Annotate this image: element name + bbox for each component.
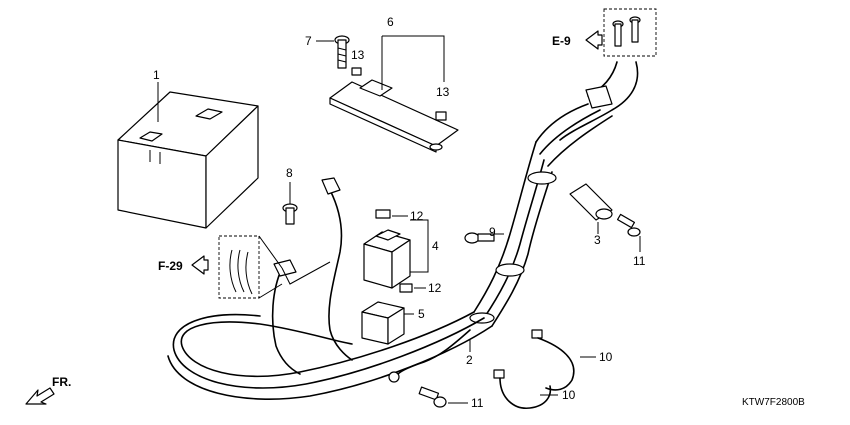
relay-cover (361, 301, 405, 345)
screw-7 (334, 35, 350, 69)
ref-e9: E-9 (552, 34, 571, 48)
terminal-cover-3 (569, 183, 613, 221)
callout-13-b: 13 (436, 85, 450, 99)
callout-9: 9 (489, 225, 496, 239)
wire-harness (167, 61, 639, 400)
e9-bolts (603, 8, 657, 57)
e9-arrow (585, 30, 603, 50)
fuse-12-b (399, 283, 413, 293)
callout-10-b: 10 (562, 388, 576, 402)
starter-relay (363, 229, 411, 289)
callout-12-a: 12 (410, 209, 424, 223)
callout-7: 7 (305, 34, 312, 48)
callout-11-right: 11 (633, 254, 646, 268)
cushion-13-a (351, 67, 362, 76)
f29-terminal-detail (218, 235, 283, 299)
bolt-9 (464, 232, 495, 244)
bolt-11-right (616, 213, 641, 237)
callout-5: 5 (418, 307, 425, 321)
front-label: FR. (52, 375, 71, 389)
cushion-13-b (435, 111, 447, 121)
band-10-a (531, 329, 575, 391)
callout-2: 2 (466, 353, 473, 367)
callout-4: 4 (432, 239, 439, 253)
callout-11-bottom: 11 (471, 396, 484, 410)
f29-arrow (191, 255, 209, 275)
battery-holder (329, 79, 459, 153)
callout-8: 8 (286, 166, 293, 180)
fuse-12-a (375, 209, 391, 219)
front-arrow (25, 387, 55, 405)
callout-3: 3 (594, 233, 601, 247)
ref-f29: F-29 (158, 259, 183, 273)
bolt-11-bottom (418, 386, 447, 408)
callout-10-a: 10 (599, 350, 613, 364)
callout-1: 1 (153, 68, 160, 82)
battery (117, 91, 259, 229)
bolt-8 (282, 203, 298, 225)
callout-12-b: 12 (428, 281, 442, 295)
callout-6: 6 (387, 15, 394, 29)
band-10-b (493, 369, 552, 409)
callout-13-a: 13 (351, 48, 365, 62)
diagram-code: KTW7F2800B (742, 397, 805, 408)
